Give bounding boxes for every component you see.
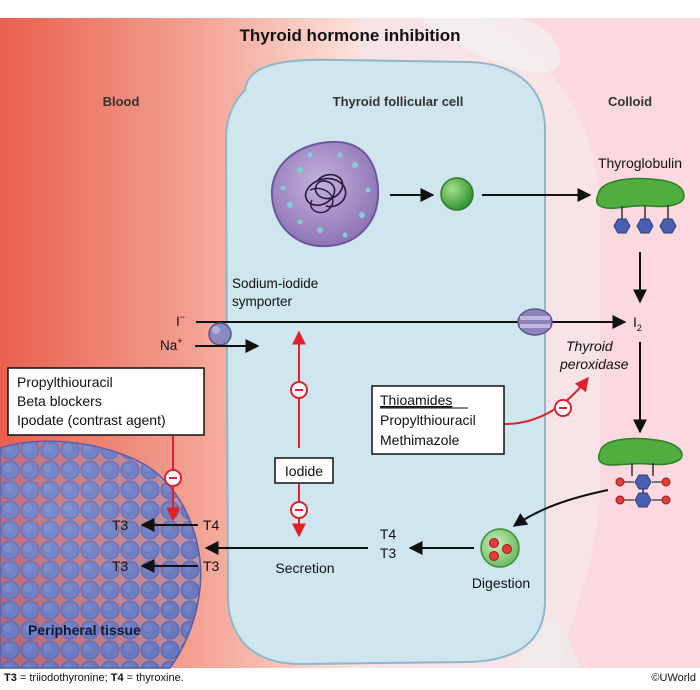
thioamides-item-1: Propylthiouracil xyxy=(380,412,476,428)
symporter-label-line1: Sodium-iodide xyxy=(232,276,318,291)
peripheral-inhibitor-2: Beta blockers xyxy=(17,393,102,409)
thioamides-box xyxy=(371,385,505,455)
iodide-box xyxy=(274,457,334,484)
iodinated-thyroglobulin-icon xyxy=(597,437,683,508)
symporter-label-line2: symporter xyxy=(232,294,293,309)
iodine-label: I2 xyxy=(633,314,642,333)
thioamides-heading: Thioamides xyxy=(380,392,452,408)
symporter-icon xyxy=(208,322,232,346)
thyroglobulin-precursor-icon xyxy=(440,177,474,211)
thioamides-item-2: Methimazole xyxy=(380,432,460,448)
peripheral-inhibitor-box xyxy=(7,367,205,436)
t3-peripheral-label-1: T3 xyxy=(112,517,129,533)
inhibit-symbol-icon xyxy=(290,501,308,519)
blood-label: Blood xyxy=(103,94,140,109)
diagram-title: Thyroid hormone inhibition xyxy=(240,26,461,45)
follicular-cell-label: Thyroid follicular cell xyxy=(333,94,464,109)
secretion-label: Secretion xyxy=(275,560,334,576)
t3-peripheral-label-3: T3 xyxy=(203,558,220,574)
peroxidase-inhibit-arrow xyxy=(504,376,589,425)
iodide-ion-label: I− xyxy=(176,312,185,329)
footnote: T3 = triiodothyronine; T4 = thyroxine. xyxy=(4,672,184,684)
t4-cell-label: T4 xyxy=(380,526,397,542)
thyroglobulin-icon xyxy=(595,177,685,234)
digestion-vesicle-icon xyxy=(480,528,520,568)
inhibit-symbol-icon xyxy=(290,381,308,399)
inhibit-symbol-icon xyxy=(164,469,182,487)
apical-channel-icon xyxy=(517,308,553,336)
thyroglobulin-label: Thyroglobulin xyxy=(598,155,682,171)
t3-peripheral-label-2: T3 xyxy=(112,558,129,574)
sodium-ion-label: Na+ xyxy=(160,336,183,353)
peroxidase-label-line2: peroxidase xyxy=(559,356,629,372)
t4-peripheral-label: T4 xyxy=(203,517,220,533)
nucleus-icon xyxy=(270,140,380,248)
peripheral-inhibitor-1: Propylthiouracil xyxy=(17,374,113,390)
t3-cell-label: T3 xyxy=(380,545,397,561)
digestion-label: Digestion xyxy=(472,575,530,591)
colloid-label: Colloid xyxy=(608,94,652,109)
iodide-box-label: Iodide xyxy=(285,463,323,479)
copyright: ©UWorld xyxy=(651,672,696,684)
follicular-cell xyxy=(224,58,546,666)
peripheral-tissue-label: Peripheral tissue xyxy=(28,622,141,638)
peripheral-inhibitor-3: Ipodate (contrast agent) xyxy=(17,412,166,428)
peroxidase-label-line1: Thyroid xyxy=(566,338,614,354)
inhibit-symbol-icon xyxy=(554,399,572,417)
